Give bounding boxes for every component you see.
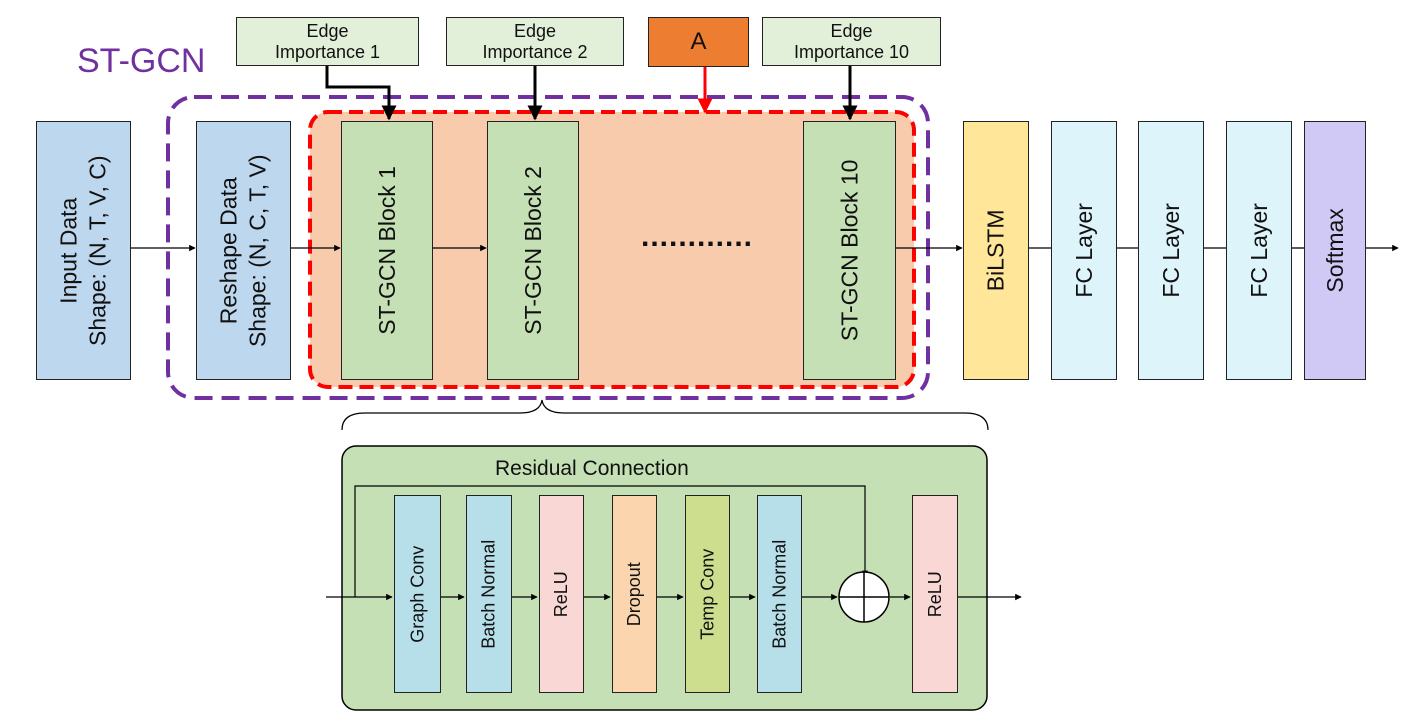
bilstm-label: BiLSTM [982,209,1009,292]
residual-connection-line [354,485,868,597]
edge-importance-2-line2: Importance 2 [482,41,588,62]
edge-importance-1-line2: Importance 1 [274,41,381,62]
fc-layer-2-label: FC Layer [1157,203,1184,298]
stgcn-block-1-label: ST-GCN Block 1 [373,166,400,335]
stgcn-title: ST-GCN [77,42,206,80]
add-node [838,571,890,623]
relu-2-label: ReLU [924,570,945,618]
batch-normal-1-label: Batch Normal [478,539,499,649]
input-shape-label: Shape: (N, T, V, C) [84,155,111,346]
graph-conv-label: Graph Conv [407,545,428,643]
stgcn-block-2: ST-GCN Block 2 [487,121,579,380]
fc-layer-1-box: FC Layer [1051,121,1117,380]
edge-importance-10-line2: Importance 10 [793,41,910,62]
adjacency-box: A [648,17,749,67]
reshape-data-label: Reshape Data [215,176,242,325]
dropout-label: Dropout [624,561,645,627]
fc-layer-3-label: FC Layer [1245,203,1272,298]
adjacency-label: A [690,28,707,56]
batch-normal-1-box: Batch Normal [466,495,512,693]
expand-brace [341,399,989,431]
edge-importance-10-line1: Edge [830,20,873,41]
reshape-shape-label: Shape: (N, C, T, V) [244,154,271,347]
input-data-label: Input Data [55,197,82,304]
stgcn-block-10: ST-GCN Block 10 [803,121,896,380]
edge-importance-2-box: Edge Importance 2 [446,17,624,66]
temp-conv-box: Temp Conv [685,495,730,693]
fc-layer-3-box: FC Layer [1226,121,1292,380]
fc-layer-2-box: FC Layer [1138,121,1204,380]
batch-normal-2-box: Batch Normal [757,495,802,693]
fc-layer-1-label: FC Layer [1070,203,1097,298]
stgcn-block-1: ST-GCN Block 1 [341,121,433,380]
relu-1-box: ReLU [539,495,584,693]
blocks-ellipsis: ............ [640,220,754,253]
arrow-edge-importance-1 [325,66,397,121]
edge-importance-10-box: Edge Importance 10 [762,17,941,66]
edge-importance-2-line1: Edge [513,20,557,41]
block-group-container [308,110,916,389]
edge-importance-1-box: Edge Importance 1 [236,17,419,66]
residual-connection-label: Residual Connection [495,457,689,480]
stgcn-block-10-label: ST-GCN Block 10 [836,159,863,342]
softmax-box: Softmax [1304,121,1366,380]
softmax-label: Softmax [1321,208,1348,293]
temp-conv-label: Temp Conv [697,548,718,640]
dropout-box: Dropout [612,495,657,693]
bilstm-box: BiLSTM [963,121,1029,380]
relu-1-label: ReLU [551,570,572,618]
stgcn-block-2-label: ST-GCN Block 2 [519,166,546,335]
batch-normal-2-label: Batch Normal [769,539,790,649]
relu-2-box: ReLU [912,495,958,693]
graph-conv-box: Graph Conv [394,495,441,693]
edge-importance-1-line1: Edge [306,20,349,41]
